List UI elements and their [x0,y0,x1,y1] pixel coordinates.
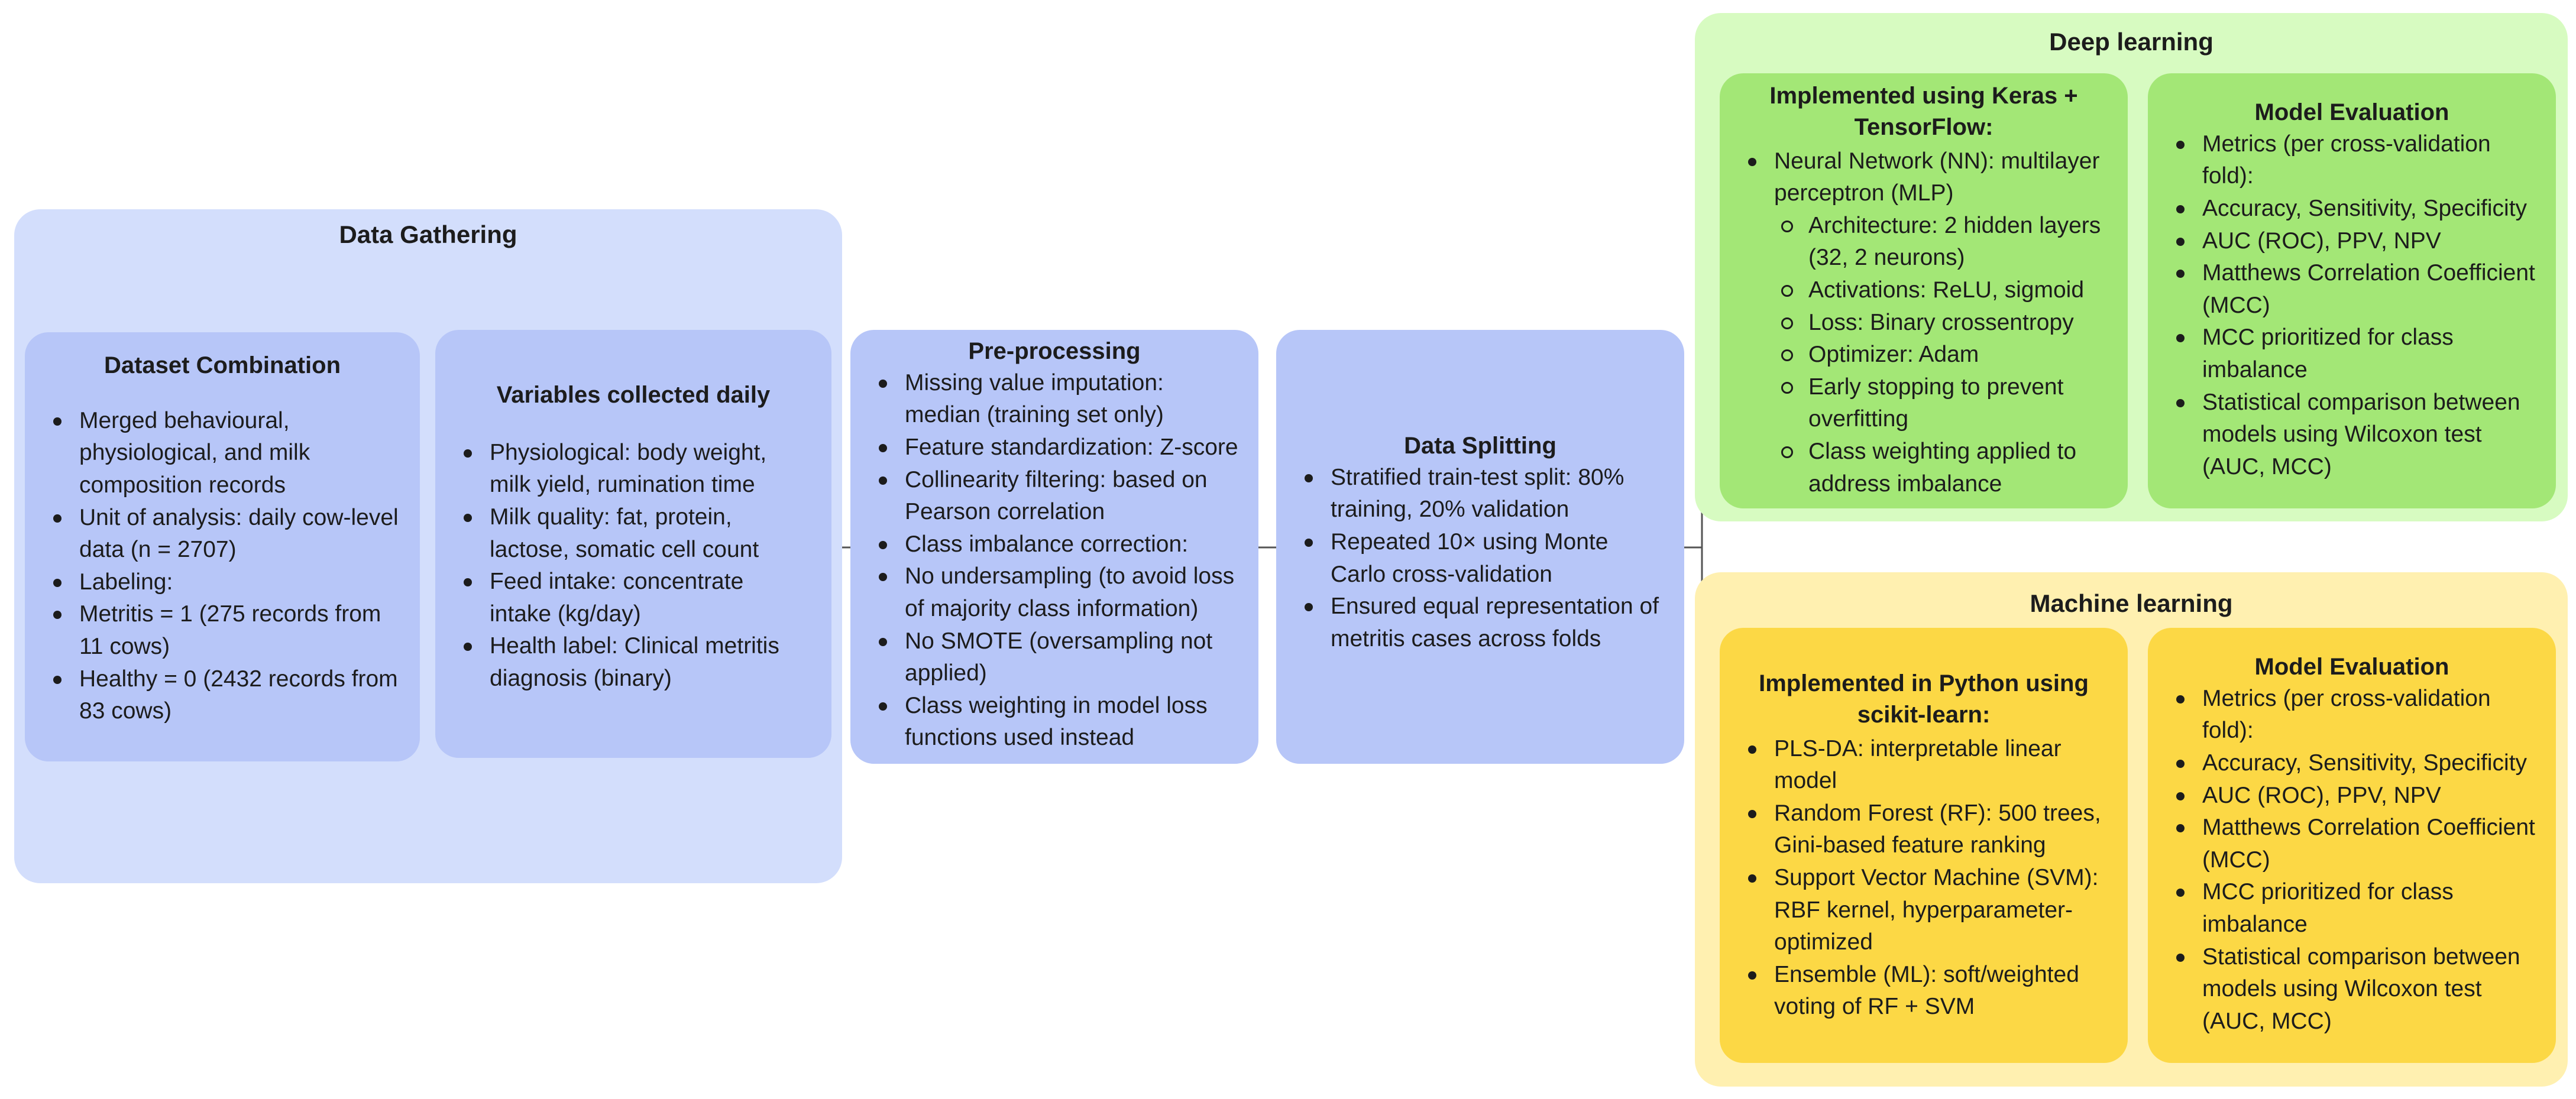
variables-list: Physiological: body weight, milk yield, … [455,437,811,695]
ml-implementation-title: Implemented in Python using scikit-learn… [1759,670,2089,728]
list-item: AUC (ROC), PPV, NPV [2168,225,2536,258]
list-subitem: Architecture: 2 hidden layers (32, 2 neu… [1740,210,2108,274]
machine-learning-title: Machine learning [2030,589,2233,617]
list-item: Accuracy, Sensitivity, Specificity [2168,193,2536,225]
list-item: AUC (ROC), PPV, NPV [2168,780,2536,812]
list-item: Collinearity filtering: based on Pearson… [870,464,1238,529]
list-item: Neural Network (NN): multilayer perceptr… [1740,145,2108,210]
list-item: Class weighting in model loss functions … [870,690,1238,754]
variables-title: Variables collected daily [496,382,771,408]
list-item: Feature standardization: Z-score [870,432,1238,464]
list-item: Physiological: body weight, milk yield, … [455,437,811,501]
list-item: Stratified train-test split: 80% trainin… [1296,462,1664,526]
preprocessing-list: Missing value imputation: median (traini… [870,367,1238,754]
list-item: Metrics (per cross-validation fold): [2168,128,2536,193]
dl-evaluation-list: Metrics (per cross-validation fold): Acc… [2168,128,2536,484]
ml-evaluation-list: Metrics (per cross-validation fold): Acc… [2168,683,2536,1038]
data-splitting-title: Data Splitting [1404,433,1556,459]
list-item: Random Forest (RF): 500 trees, Gini-base… [1740,797,2108,862]
dl-evaluation-title: Model Evaluation [2254,99,2449,125]
dataset-combination-box: Dataset Combination Merged behavioural, … [25,332,420,761]
ml-implementation-box: Implemented in Python using scikit-learn… [1720,628,2128,1063]
list-item: Statistical comparison between models us… [2168,941,2536,1038]
list-item: Accuracy, Sensitivity, Specificity [2168,747,2536,780]
list-item: Feed intake: concentrate intake (kg/day) [455,566,811,630]
list-subitem: Activations: ReLU, sigmoid [1740,274,2108,307]
data-gathering-title: Data Gathering [339,221,517,248]
preprocessing-box: Pre-processing Missing value imputation:… [850,330,1258,764]
list-subitem: Optimizer: Adam [1740,339,2108,371]
list-item: Labeling: [45,566,400,599]
deep-learning-title: Deep learning [2049,28,2213,56]
list-item: Healthy = 0 (2432 records from 83 cows) [45,663,400,728]
list-item: Ensured equal representation of metritis… [1296,591,1664,655]
list-item: Matthews Correlation Coefficient (MCC) [2168,812,2536,876]
list-item: Ensemble (ML): soft/weighted voting of R… [1740,959,2108,1023]
preprocessing-title: Pre-processing [968,338,1141,364]
variables-box: Variables collected daily Physiological:… [435,330,831,758]
list-item: Support Vector Machine (SVM): RBF kernel… [1740,862,2108,959]
list-item: MCC prioritized for class imbalance [2168,322,2536,386]
ml-evaluation-title: Model Evaluation [2254,654,2449,680]
list-item: No SMOTE (oversampling not applied) [870,625,1238,690]
list-item: Repeated 10× using Monte Carlo cross-val… [1296,526,1664,591]
dl-evaluation-box: Model Evaluation Metrics (per cross-vali… [2148,73,2556,508]
nn-implementation-list: Neural Network (NN): multilayer perceptr… [1740,145,2108,501]
list-subitem: Class weighting applied to address imbal… [1740,436,2108,500]
list-item: MCC prioritized for class imbalance [2168,876,2536,941]
list-item: No undersampling (to avoid loss of major… [870,560,1238,625]
list-item: Merged behavioural, physiological, and m… [45,405,400,502]
nn-implementation-box: Implemented using Keras + TensorFlow: Ne… [1720,73,2128,508]
ml-evaluation-box: Model Evaluation Metrics (per cross-vali… [2148,628,2556,1063]
list-subitem: Loss: Binary crossentropy [1740,307,2108,339]
ml-implementation-list: PLS-DA: interpretable linear model Rando… [1740,733,2108,1023]
list-item: Matthews Correlation Coefficient (MCC) [2168,257,2536,322]
list-item: Milk quality: fat, protein, lactose, som… [455,501,811,566]
nn-implementation-title: Implemented using Keras + TensorFlow: [1769,83,2078,140]
dataset-combination-list: Merged behavioural, physiological, and m… [45,405,400,728]
list-item: Class imbalance correction: [870,529,1238,561]
list-item: Metritis = 1 (275 records from 11 cows) [45,598,400,663]
list-item: Unit of analysis: daily cow-level data (… [45,502,400,566]
list-item: Metrics (per cross-validation fold): [2168,683,2536,747]
list-item: Health label: Clinical metritis diagnosi… [455,630,811,695]
dataset-combination-title: Dataset Combination [103,352,341,378]
list-item: Statistical comparison between models us… [2168,387,2536,484]
list-item: PLS-DA: interpretable linear model [1740,733,2108,797]
data-splitting-box: Data Splitting Stratified train-test spl… [1276,330,1684,764]
data-splitting-list: Stratified train-test split: 80% trainin… [1296,462,1664,656]
list-subitem: Early stopping to prevent overfitting [1740,371,2108,436]
list-item: Missing value imputation: median (traini… [870,367,1238,432]
